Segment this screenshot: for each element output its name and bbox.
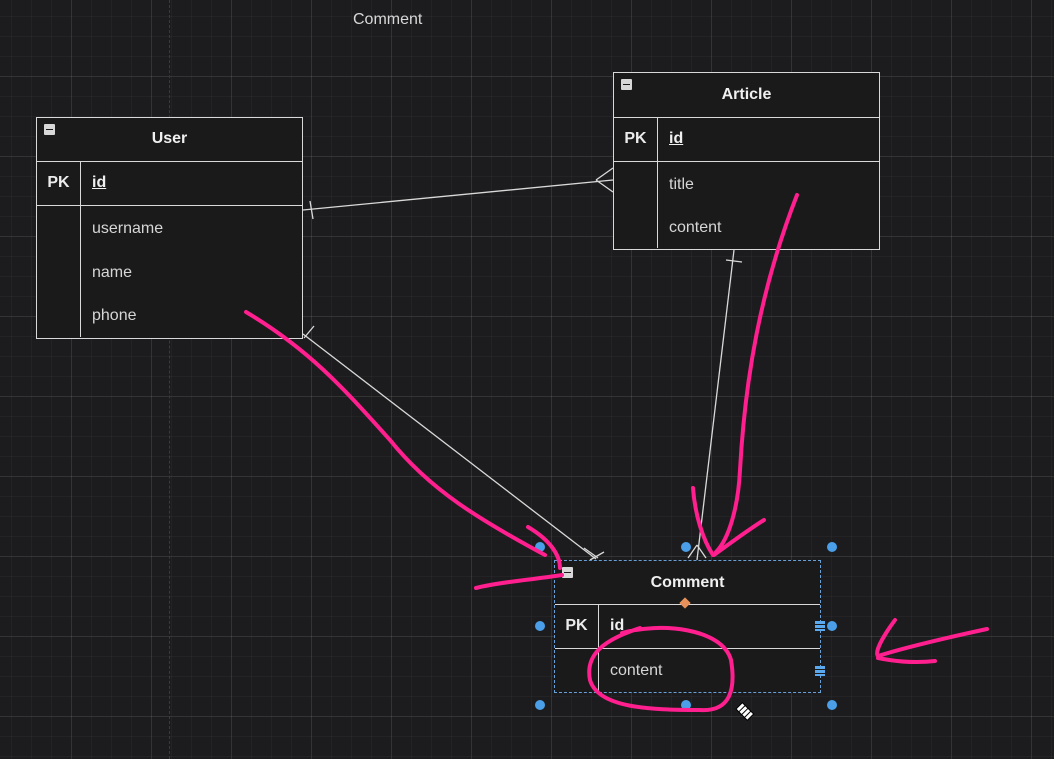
key-cell-empty [614, 207, 658, 248]
annotation-circle-content [587, 626, 735, 713]
entity-article-field-row[interactable]: content [614, 207, 879, 248]
pk-field: id [669, 130, 684, 147]
annotation-arrow-article-comment [691, 193, 799, 557]
annotation-arrow-user-comment [244, 310, 564, 590]
relation-article-comment[interactable] [687, 249, 743, 561]
annotation-arrow-right [875, 618, 989, 664]
key-cell-empty [37, 251, 81, 295]
pk-field: id [92, 174, 107, 191]
key-cell-empty [37, 206, 81, 251]
entity-user-pk-row[interactable]: PK id [37, 162, 302, 206]
collapse-icon[interactable] [562, 567, 573, 578]
resize-handle-w[interactable] [535, 621, 545, 631]
entity-user-header[interactable]: User [37, 118, 302, 162]
field-name: content [669, 219, 722, 236]
field-name: username [92, 220, 164, 237]
entity-user-field-row[interactable]: username [37, 206, 302, 251]
pk-field: id [610, 617, 625, 634]
field-name: phone [92, 307, 137, 324]
entity-comment-pk-row[interactable]: PK id [555, 605, 820, 649]
resize-handle-se[interactable] [827, 700, 837, 710]
entity-article[interactable]: Article PK id title content [613, 72, 880, 250]
pk-label: PK [37, 162, 81, 205]
resize-handle-ne[interactable] [827, 542, 837, 552]
key-cell-empty [614, 162, 658, 207]
entity-user-title: User [151, 130, 188, 147]
field-name: content [610, 662, 663, 679]
relation-user-comment[interactable] [302, 325, 605, 561]
row-handle-icon[interactable] [815, 621, 825, 631]
floating-comment-label: Comment [353, 11, 423, 28]
entity-article-title: Article [721, 86, 772, 103]
vertical-guide [169, 0, 170, 759]
entity-comment-field-row[interactable]: content [555, 649, 820, 692]
key-cell-empty [37, 295, 81, 337]
row-handle-icon[interactable] [815, 666, 825, 676]
anchor-diamond-icon[interactable] [679, 597, 691, 609]
pk-label: PK [614, 118, 658, 161]
entity-article-field-row[interactable]: title [614, 162, 879, 207]
entity-user-field-row[interactable]: phone [37, 295, 302, 337]
entity-comment-title: Comment [650, 574, 725, 591]
field-name: title [669, 176, 694, 193]
resize-handle-n[interactable] [681, 542, 691, 552]
pk-label: PK [555, 605, 599, 648]
collapse-icon[interactable] [621, 79, 632, 90]
entity-user[interactable]: User PK id username name phone [36, 117, 303, 339]
collapse-icon[interactable] [44, 124, 55, 135]
relation-user-article[interactable] [302, 167, 614, 220]
resize-handle-sw[interactable] [535, 700, 545, 710]
entity-user-field-row[interactable]: name [37, 251, 302, 295]
resize-handle-s[interactable] [681, 700, 691, 710]
resize-handle-e[interactable] [827, 621, 837, 631]
entity-article-header[interactable]: Article [614, 73, 879, 118]
field-name: name [92, 264, 133, 281]
entity-article-pk-row[interactable]: PK id [614, 118, 879, 162]
key-cell-empty [555, 649, 599, 692]
